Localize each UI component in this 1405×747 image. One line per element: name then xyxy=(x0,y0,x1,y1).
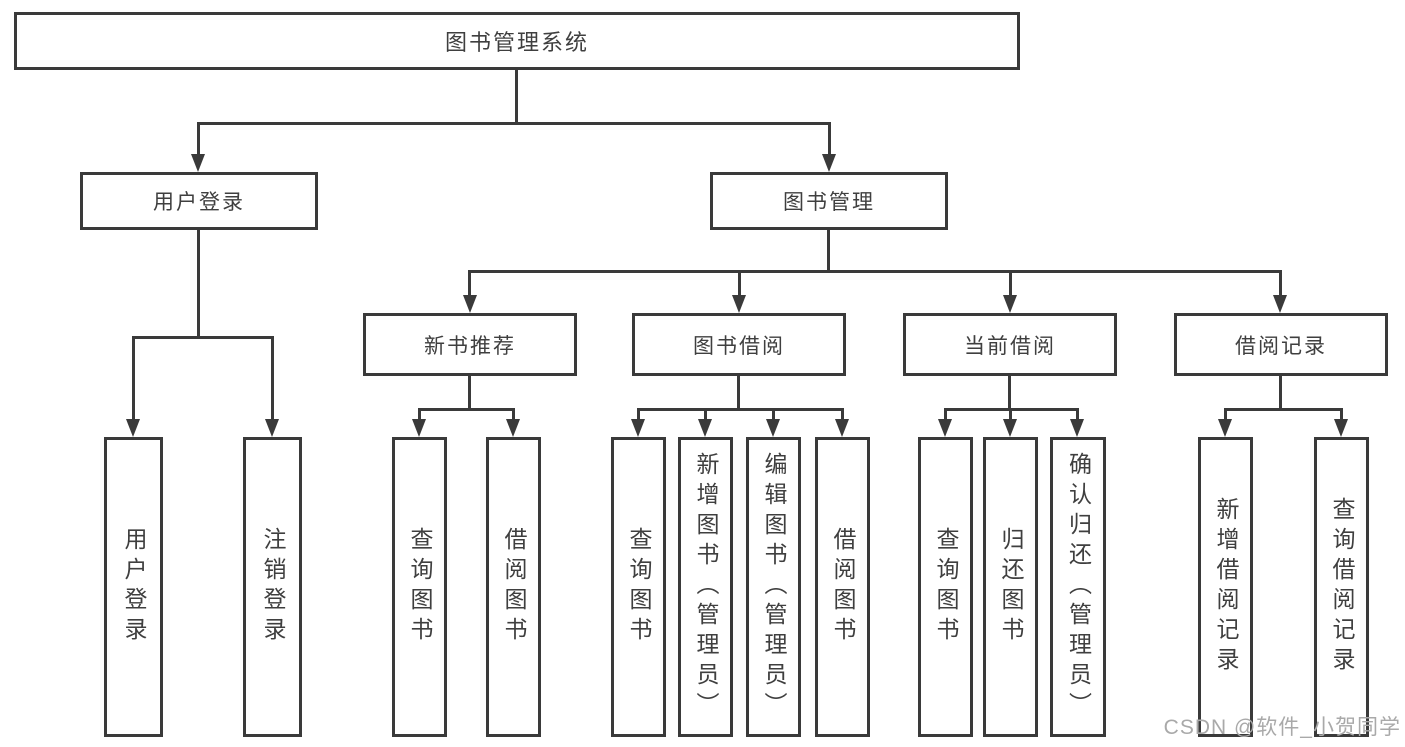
node-current-borrow: 当前借阅 xyxy=(903,313,1117,376)
arrow-down-icon xyxy=(191,154,205,172)
node-label: 借阅记录 xyxy=(1235,334,1327,358)
node-query-borrow-record: 查询借阅记录 xyxy=(1314,437,1369,737)
connector-drop xyxy=(944,408,947,422)
node-add-books-admin: 新增图书（管理员） xyxy=(678,437,733,737)
connector-drop xyxy=(841,408,844,422)
connector-drop xyxy=(132,336,135,420)
arrow-down-icon xyxy=(766,419,780,437)
arrow-down-icon xyxy=(265,419,279,437)
node-confirm-return-admin: 确认归还（管理员） xyxy=(1050,437,1106,737)
arrow-down-icon xyxy=(1334,419,1348,437)
arrow-down-icon xyxy=(506,419,520,437)
connector-stem xyxy=(1279,376,1282,408)
connector-login-rail xyxy=(132,336,274,339)
connector-drop xyxy=(1224,408,1227,422)
connector-stem xyxy=(737,376,740,408)
connector-rail xyxy=(418,408,515,411)
arrow-down-icon xyxy=(631,419,645,437)
arrow-down-icon xyxy=(1003,295,1017,313)
arrow-down-icon xyxy=(1273,295,1287,313)
node-query-books: 查询图书 xyxy=(611,437,666,737)
connector-rail xyxy=(1224,408,1343,411)
connector-drop xyxy=(772,408,775,422)
arrow-down-icon xyxy=(1070,419,1084,437)
node-label: 新增图书（管理员） xyxy=(693,452,719,722)
connector-drop xyxy=(704,408,707,422)
arrow-down-icon xyxy=(938,419,952,437)
arrow-down-icon xyxy=(1003,419,1017,437)
arrow-down-icon xyxy=(463,295,477,313)
node-label: 查询图书 xyxy=(933,527,959,647)
connector-drop xyxy=(637,408,640,422)
arrow-down-icon xyxy=(412,419,426,437)
node-library-management-system: 图书管理系统 xyxy=(14,12,1020,70)
node-label: 用户登录 xyxy=(121,527,147,647)
arrow-down-icon xyxy=(822,154,836,172)
connector-drop xyxy=(1279,270,1282,298)
connector-mgmt-stem xyxy=(827,230,830,270)
arrow-down-icon xyxy=(126,419,140,437)
connector-drop xyxy=(271,336,274,420)
node-label: 查询借阅记录 xyxy=(1329,497,1355,677)
node-label: 查询图书 xyxy=(626,527,652,647)
node-label: 图书管理系统 xyxy=(444,30,589,55)
node-label: 注销登录 xyxy=(260,527,286,647)
node-borrow-books: 借阅图书 xyxy=(815,437,870,737)
arrow-down-icon xyxy=(835,419,849,437)
node-add-borrow-record: 新增借阅记录 xyxy=(1198,437,1253,737)
arrow-down-icon xyxy=(698,419,712,437)
connector-root-rail xyxy=(197,122,831,125)
node-return-books: 归还图书 xyxy=(983,437,1038,737)
node-borrow-books: 借阅图书 xyxy=(486,437,541,737)
connector-drop xyxy=(1009,408,1012,422)
connector-drop xyxy=(738,270,741,298)
node-edit-books-admin: 编辑图书（管理员） xyxy=(746,437,801,737)
node-label: 用户登录 xyxy=(153,191,245,214)
node-book-management: 图书管理 xyxy=(710,172,948,230)
connector-login-stem xyxy=(197,230,200,336)
node-label: 新书推荐 xyxy=(424,334,516,358)
connector-rail xyxy=(637,408,844,411)
node-logout: 注销登录 xyxy=(243,437,302,737)
connector-stem xyxy=(1008,376,1011,408)
node-label: 编辑图书（管理员） xyxy=(761,452,787,722)
arrow-down-icon xyxy=(732,295,746,313)
node-user-login: 用户登录 xyxy=(80,172,318,230)
connector-drop xyxy=(512,408,515,422)
node-query-books: 查询图书 xyxy=(918,437,973,737)
node-label: 归还图书 xyxy=(998,527,1024,647)
connector-drop xyxy=(1340,408,1343,422)
csdn-watermark: CSDN @软件_小贺同学 xyxy=(1163,716,1401,739)
node-label: 当前借阅 xyxy=(964,334,1056,358)
node-label: 图书管理 xyxy=(783,191,875,214)
arrow-down-icon xyxy=(1218,419,1232,437)
node-label: 图书借阅 xyxy=(693,334,785,358)
node-user-login-leaf: 用户登录 xyxy=(104,437,163,737)
connector-drop xyxy=(1076,408,1079,422)
node-label: 借阅图书 xyxy=(501,527,527,647)
node-query-books: 查询图书 xyxy=(392,437,447,737)
node-label: 借阅图书 xyxy=(830,527,856,647)
node-label: 新增借阅记录 xyxy=(1213,497,1239,677)
connector-drop-book-management xyxy=(828,122,831,158)
node-new-book-recommend: 新书推荐 xyxy=(363,313,577,376)
node-label: 确认归还（管理员） xyxy=(1065,452,1092,722)
connector-root-stem xyxy=(515,70,518,122)
connector-drop xyxy=(418,408,421,422)
node-label: 查询图书 xyxy=(407,527,433,647)
connector-drop xyxy=(468,270,471,298)
connector-drop xyxy=(1009,270,1012,298)
connector-drop-user-login xyxy=(197,122,200,158)
connector-mgmt-rail xyxy=(468,270,1282,273)
connector-stem xyxy=(468,376,471,408)
node-borrow-records: 借阅记录 xyxy=(1174,313,1388,376)
node-book-borrow: 图书借阅 xyxy=(632,313,846,376)
